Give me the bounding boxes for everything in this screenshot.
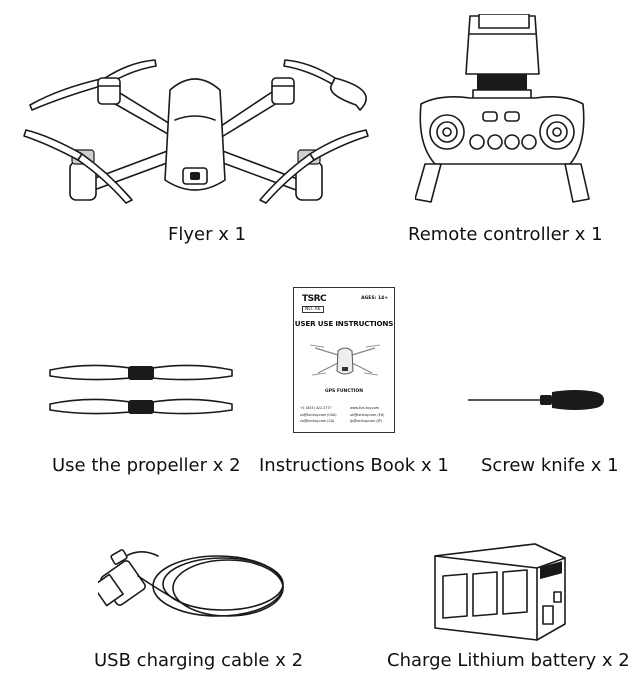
book-contact: uk@tsrctoy.com (EU) [350,413,385,417]
book-model: NO. A6 [302,306,324,313]
screwdriver-icon [468,384,608,414]
book-contact: us@tsrctoy.com (USA) [300,413,337,417]
book-brand: TSRC [302,294,327,304]
remote-controller-icon [415,14,590,204]
book-contact: ca@tsrctoy.com (CA) [300,419,335,423]
book-age: AGES: 14+ [361,296,388,301]
usb-cable-icon [98,536,298,632]
propeller-icon [48,356,234,428]
battery-icon [425,536,575,646]
book-contact: www.tsrc-toy.com [350,406,380,410]
propeller-caption: Use the propeller x 2 [52,455,241,476]
book-contact: jp@tsrctoy.com (JP) [350,419,382,423]
cable-caption: USB charging cable x 2 [94,650,304,671]
book-title: USER USE INSTRUCTIONS [294,319,394,328]
instruction-book-icon: TSRC AGES: 14+ NO. A6 USER USE INSTRUCTI… [293,287,395,433]
screwdriver-caption: Screw knife x 1 [481,455,619,476]
flyer-caption: Flyer x 1 [168,224,247,245]
book-contact: +1 (833) 422-3777 [300,406,332,410]
book-caption: Instructions Book x 1 [259,455,449,476]
drone-icon [20,50,370,210]
book-function: GPS FUNCTION [325,389,363,394]
book-drone-icon [310,344,380,376]
battery-caption: Charge Lithium battery x 2 [387,650,630,671]
remote-caption: Remote controller x 1 [408,224,603,245]
